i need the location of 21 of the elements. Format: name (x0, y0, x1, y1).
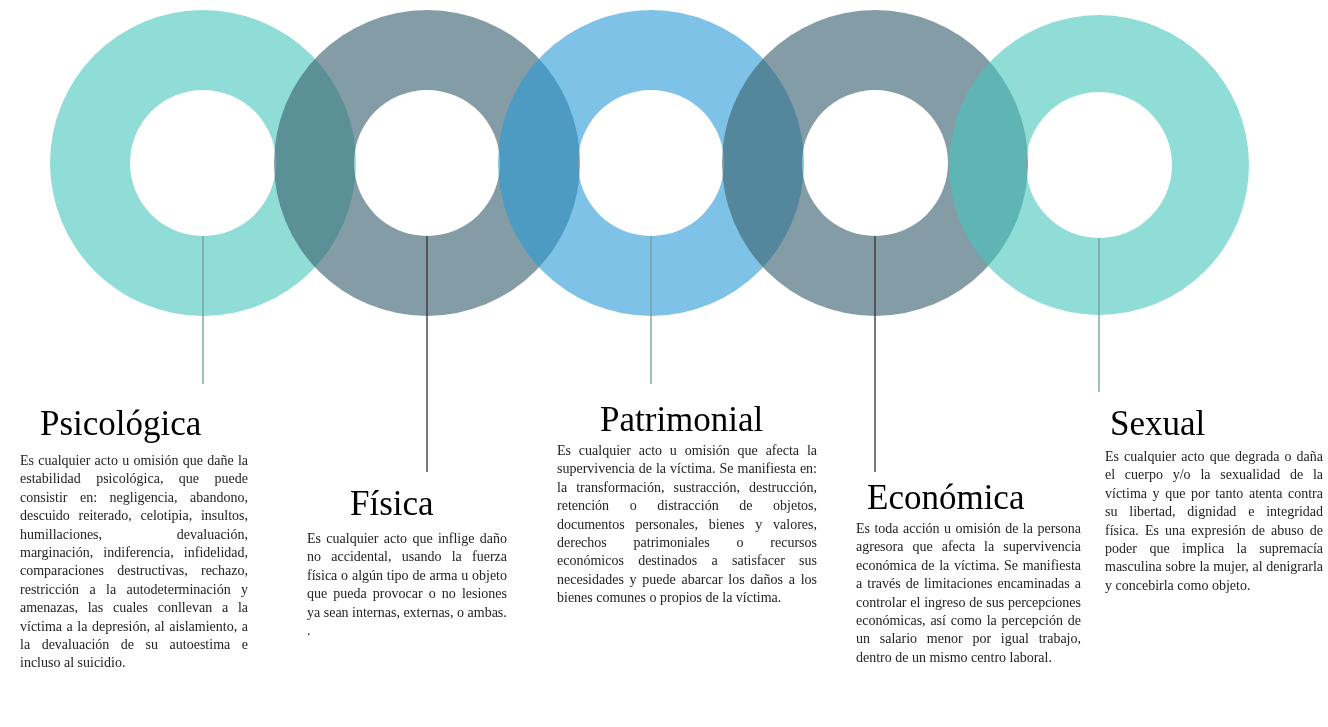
category-heading: Económica (867, 478, 1025, 518)
description-text: Es cualquier acto u omisión que dañe la estabilidad psicológica, que puede consistir en: negligencia, abandono, descuido reiterado, celotipia, insultos, humillaciones, devaluación, marginación, indiferencia, infidelidad, comparaciones destructivas, rechazo, restricción a la autodeterminación y amenazas, las cuales conllevan a la víctima a la depresión, al aislamiento, a la devaluación de su autoestima e incluso al suicidio. (20, 452, 248, 673)
category-heading: Psicológica (40, 404, 202, 444)
description-text: Es toda acción u omisión de la persona agresora que afecta la supervivencia económica de la víctima. Se manifiesta a través de limitaciones encaminadas a controlar el ingreso de sus percepciones económicas, así como la percepción de un salario menor por igual trabajo, dentro de un mismo centro laboral. (856, 520, 1081, 667)
ring-shape (949, 15, 1249, 315)
leader-line (426, 235, 428, 473)
category-heading: Física (350, 484, 434, 524)
ring-shape (722, 10, 1028, 316)
ring-shape (498, 10, 804, 316)
ring-shape (50, 10, 356, 316)
category-heading: Sexual (1110, 404, 1206, 444)
leader-line (874, 235, 876, 473)
description-text: . (307, 622, 312, 641)
description-text: Es cualquier acto que inflige daño no accidental, usando la fuerza física o algún tipo de arma u objeto que pueda provocar o no lesiones ya sean internas, externas, o ambas. (307, 530, 507, 622)
category-heading: Patrimonial (600, 400, 764, 440)
leader-line (1098, 237, 1100, 393)
leader-line (650, 235, 652, 385)
description-text: Es cualquier acto u omisión que afecta la supervivencia de la víctima. Se manifiesta en: la transformación, sustracción, destrucción, retención o distracción de objetos, documentos personales, bienes y valores, derechos patrimoniales o recursos económicos destinados a satisfacer sus necesidades y puede abarcar los daños a los bienes comunes o propios de la víctima. (557, 442, 817, 608)
leader-line (202, 235, 204, 385)
description-text: Es cualquier acto que degrada o daña el cuerpo y/o la sexualidad de la víctima y que por tanto atenta contra su libertad, dignidad e integridad física. Es una expresión de abuso de poder que implica la supremacía masculina sobre la mujer, al denigrarla y concebirla como objeto. (1105, 448, 1323, 595)
ring-shape (274, 10, 580, 316)
